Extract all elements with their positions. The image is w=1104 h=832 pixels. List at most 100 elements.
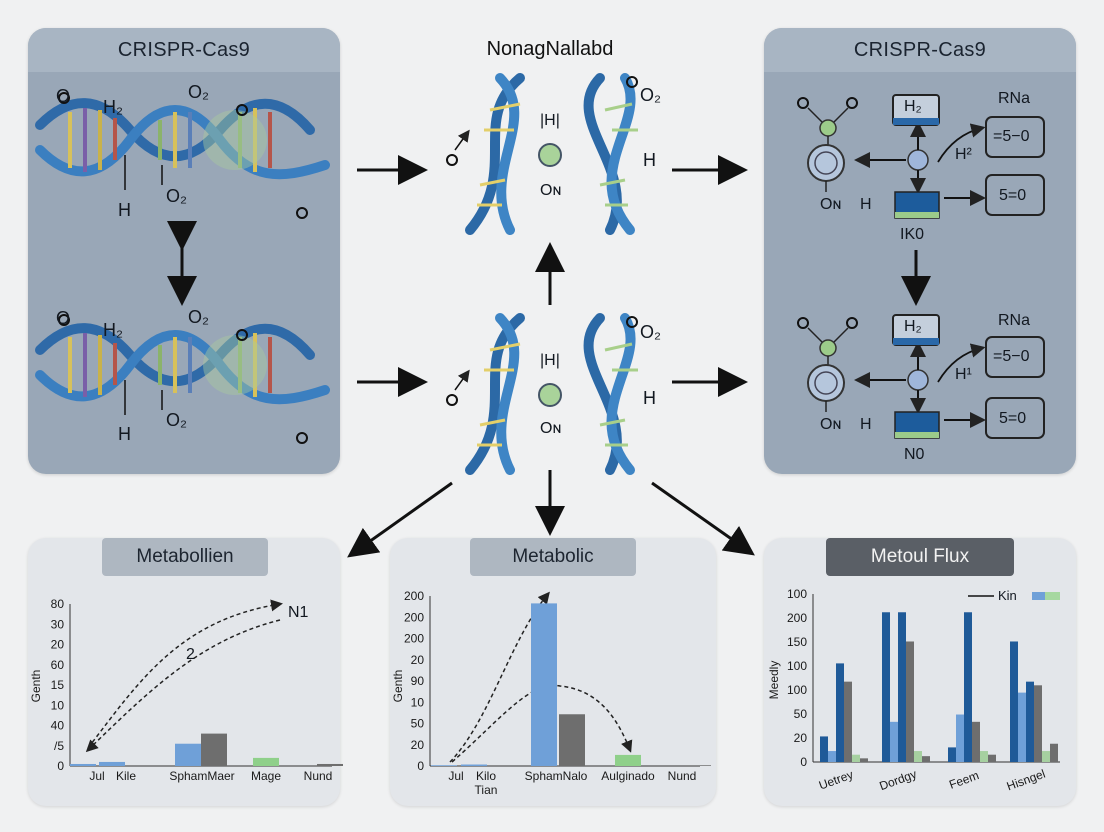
bar	[956, 714, 964, 762]
label-h-sup: H²	[955, 146, 972, 163]
bar	[99, 761, 125, 766]
chart-panel-3: Metoul Flux	[764, 538, 1076, 806]
x-tick-label: Mage	[251, 769, 281, 783]
y-tick-label: 20	[411, 653, 425, 667]
y-tick-label: 10	[51, 698, 65, 712]
bar	[948, 747, 956, 762]
bar	[882, 612, 890, 762]
label-hi: |H|	[540, 352, 560, 369]
x-tick-label: Feem	[947, 768, 981, 792]
y-tick-label: 90	[411, 674, 425, 688]
y-tick-label: 40	[51, 719, 65, 733]
bar	[685, 765, 711, 766]
bar	[201, 733, 227, 766]
bar	[1042, 751, 1050, 762]
bar	[1026, 681, 1034, 762]
label-hi: |H|	[540, 112, 560, 129]
label-h: H	[860, 416, 872, 433]
y-tick-label: 200	[404, 632, 424, 646]
x-tick-label: Jul	[89, 769, 104, 783]
bar	[1018, 692, 1026, 762]
y-tick-label: 100	[787, 683, 807, 697]
label-h: H	[860, 196, 872, 213]
bar	[1050, 743, 1058, 762]
label-h2: H₂	[103, 320, 123, 340]
bar	[964, 612, 972, 762]
chart-title: Metoul Flux	[826, 538, 1014, 576]
label-rna: RNa	[998, 312, 1031, 329]
label-eq2: 5=0	[999, 410, 1027, 427]
y-axis-title: Genth	[391, 670, 405, 703]
chart1-annotation: 2	[186, 646, 195, 663]
y-tick-label: 20	[794, 731, 808, 745]
y-axis-title: Genth	[29, 670, 43, 703]
x-tick-label: SphamMaer	[169, 769, 234, 783]
dna-helix-top	[35, 92, 330, 219]
y-tick-label: 10	[411, 695, 425, 709]
y-tick-label: 200	[404, 610, 424, 624]
label-h2: H₂	[103, 97, 123, 117]
center-helix-pair-bottom	[446, 313, 638, 475]
center-title: NonagNallabd	[486, 38, 614, 60]
y-tick-label: 100	[787, 587, 807, 601]
bar	[1010, 641, 1018, 762]
x-tick-label: Nund	[304, 769, 333, 783]
x-tick-label: Kilo	[476, 769, 496, 783]
bar	[531, 603, 557, 766]
label-h: H	[118, 200, 131, 220]
y-tick-label: 50	[411, 717, 425, 731]
y-tick-label: 100	[787, 659, 807, 673]
y-tick-label: 0	[57, 759, 64, 773]
mechanism-top	[797, 94, 1045, 219]
label-eq2: 5=0	[999, 187, 1027, 204]
chart2-bars	[431, 603, 711, 766]
bar	[317, 763, 343, 766]
bar	[820, 736, 828, 762]
bar	[988, 754, 996, 762]
bar	[972, 721, 980, 762]
label-o-n: Oɴ	[820, 196, 842, 213]
label-o2: O₂	[188, 307, 209, 327]
bar	[175, 743, 201, 766]
label-on: Oɴ	[540, 182, 562, 199]
label-h: H	[643, 388, 656, 408]
label-eq1: =5−0	[993, 128, 1030, 145]
bar	[70, 763, 96, 766]
bar	[828, 751, 836, 762]
bar	[844, 681, 852, 762]
x-tick-label: Tian	[475, 783, 498, 797]
label-rna: RNa	[998, 90, 1031, 107]
bar	[615, 754, 641, 766]
y-tick-label: 0	[417, 759, 424, 773]
x-tick-label: Nund	[668, 769, 697, 783]
flow-arrows	[347, 155, 755, 558]
y-tick-label: 80	[51, 597, 65, 611]
panel-title: CRISPR-Cas9	[28, 28, 340, 72]
bar	[253, 757, 279, 766]
y-tick-label: 15	[51, 678, 65, 692]
bar	[922, 756, 930, 762]
bar	[559, 714, 585, 766]
bar	[914, 751, 922, 762]
x-tick-label: Uetrey	[817, 767, 855, 792]
panel-title: CRISPR-Cas9	[764, 28, 1076, 72]
chart3-legend-label: Kin	[998, 588, 1017, 603]
label-o2: O₂	[640, 322, 661, 342]
chart3-bars	[820, 612, 1058, 762]
label-o: O	[56, 86, 71, 106]
label-eq1: =5−0	[993, 348, 1030, 365]
label-h2-box: H₂	[904, 318, 922, 335]
x-tick-label: Kile	[116, 769, 136, 783]
y-axis-title: Meedly	[767, 661, 781, 700]
bar	[906, 641, 914, 762]
label-o2: O₂	[166, 186, 187, 206]
y-tick-label: 150	[787, 635, 807, 649]
x-tick-label: Jul	[448, 769, 463, 783]
y-tick-label: 20	[411, 738, 425, 752]
bar	[852, 754, 860, 762]
bar	[898, 612, 906, 762]
chart-title: Metabollien	[102, 538, 268, 576]
center-helix-pair-top	[446, 73, 638, 235]
dna-helix-bottom	[35, 314, 330, 444]
